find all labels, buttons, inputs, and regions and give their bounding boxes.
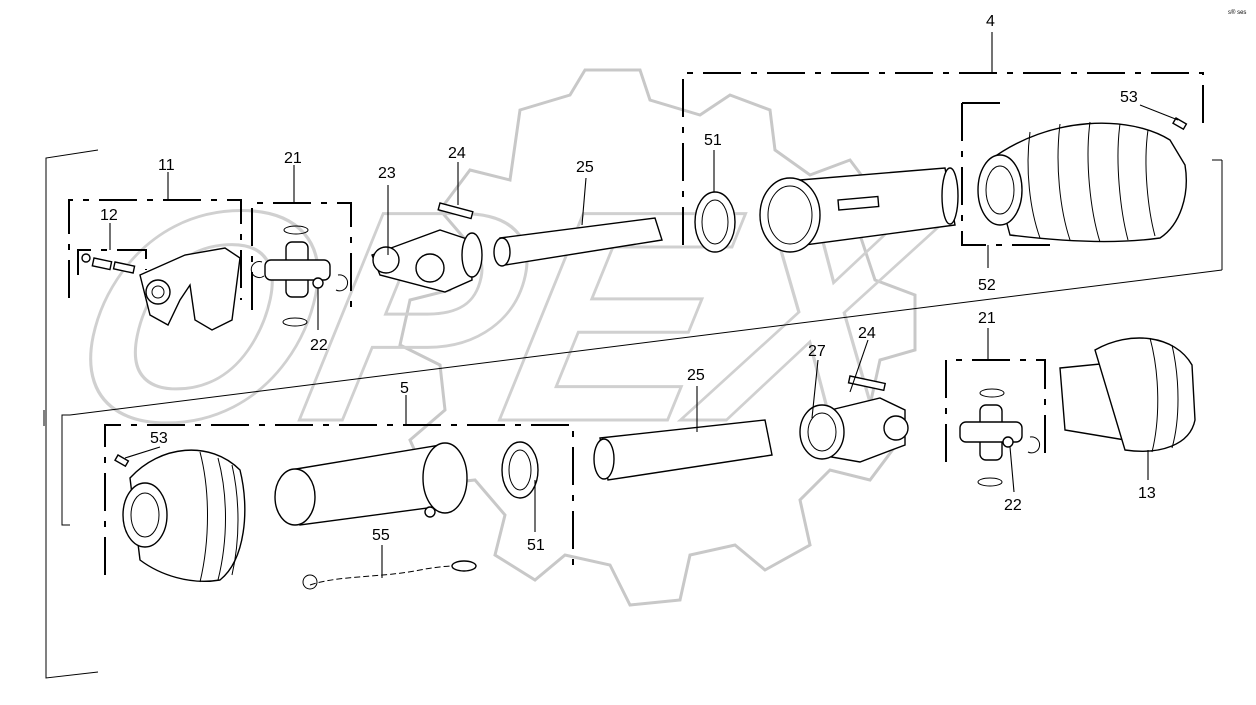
group-box-5: [104, 395, 574, 575]
callout-53-bottom: 53: [150, 430, 168, 447]
callout-21-bottom: 21: [978, 310, 996, 327]
part-53-screw-top: [1172, 117, 1188, 131]
callout-51-top: 51: [704, 132, 722, 149]
part-outer-shield-tube: [759, 167, 959, 253]
part-outer-tube-bottom: [274, 442, 468, 526]
part-13-yoke-cone: [1059, 337, 1196, 453]
watermark-gear: [398, 68, 917, 607]
part-21-cross-bottom: [959, 388, 1041, 487]
callout-23: 23: [378, 165, 396, 182]
part-52-bellows-top: [977, 121, 1187, 243]
callout-53-top: 53: [1120, 89, 1138, 106]
part-51-ring-bottom: [501, 441, 539, 499]
callout-11: 11: [158, 157, 175, 174]
callouts: 4 53 51 52 11 12 21 22 23 24 25 5 53 55 …: [100, 13, 1156, 554]
callout-13: 13: [1138, 485, 1156, 502]
group-box-21-bottom: [945, 328, 1046, 462]
callout-24-bottom: 24: [858, 325, 876, 342]
part-27-inner-yoke: [799, 397, 909, 463]
callout-55: 55: [372, 527, 390, 544]
callout-52: 52: [978, 277, 996, 294]
part-bellows-bottom: [122, 449, 246, 583]
callout-21-top: 21: [284, 150, 302, 167]
part-25-tube-top: [493, 217, 663, 267]
part-11-yoke: [139, 247, 241, 331]
part-23-inner-yoke: [371, 229, 483, 293]
leader-lines: [109, 104, 1179, 578]
part-53-screw-bottom: [114, 454, 130, 468]
callout-4: 4: [986, 13, 995, 30]
part-24-pin-bottom: [847, 375, 887, 392]
callout-24-top: 24: [448, 145, 466, 162]
callout-12: 12: [100, 207, 118, 224]
corner-mark: s® ses: [1228, 9, 1246, 16]
group-box-11: [68, 172, 242, 300]
outer-frame: [43, 149, 1223, 679]
part-12-pin: [81, 253, 136, 274]
callout-25-bottom: 25: [687, 367, 705, 384]
callout-27: 27: [808, 343, 826, 360]
part-55-chain: [302, 560, 477, 590]
part-21-cross-top: [250, 225, 349, 327]
callout-51-bottom: 51: [527, 537, 545, 554]
part-24-pin-top: [437, 202, 474, 220]
part-25-tube-bottom: [593, 419, 773, 481]
group-box-21-top: [251, 165, 352, 310]
callout-22-top: 22: [310, 337, 328, 354]
callout-5: 5: [400, 380, 409, 397]
group-box-4: [682, 32, 1204, 246]
part-51-ring-top: [694, 191, 736, 253]
callout-25-top: 25: [576, 159, 594, 176]
callout-22-bottom: 22: [1004, 497, 1022, 514]
